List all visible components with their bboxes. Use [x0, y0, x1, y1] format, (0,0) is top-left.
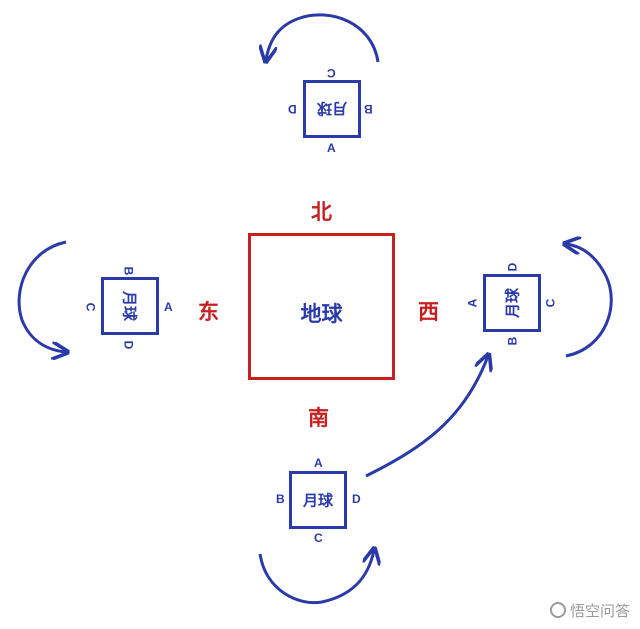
watermark-text: 悟空问答 — [569, 602, 630, 620]
moon-south: 月球 — [289, 471, 347, 529]
moon-east-label: 月球 — [120, 290, 139, 321]
moon-north-bottom-letter: A — [327, 141, 336, 155]
moon-west: 月球 — [483, 274, 541, 332]
moon-east-bottom-letter: D — [121, 340, 136, 350]
moon-south-top-letter: A — [314, 456, 323, 470]
moon-south-label: 月球 — [302, 491, 333, 510]
moon-south-left-letter: B — [276, 492, 285, 506]
orbit-arrow — [365, 356, 488, 478]
moon-east: 月球 — [101, 277, 159, 335]
moon-north-top-letter: C — [327, 66, 336, 80]
moon-east-left-letter: C — [83, 302, 98, 312]
moon-south-bottom-letter: C — [314, 531, 323, 545]
south-rotation-arrow — [258, 550, 374, 605]
earth-box: 地球 — [248, 233, 395, 380]
moon-east-top-letter: B — [121, 266, 136, 276]
direction-south: 南 — [308, 406, 329, 430]
moon-west-left-letter: A — [465, 298, 480, 308]
moon-west-top-letter: D — [505, 262, 520, 272]
direction-east: 东 — [198, 300, 219, 324]
moon-west-right-letter: C — [543, 298, 558, 308]
east-rotation-arrow — [17, 240, 66, 352]
north-rotation-arrow — [266, 13, 380, 62]
direction-north: 北 — [311, 200, 332, 224]
moon-north-right-letter: B — [364, 102, 373, 116]
moon-south-right-letter: D — [352, 492, 361, 506]
watermark: 悟空问答 — [549, 600, 630, 621]
moon-north-left-letter: D — [288, 102, 297, 116]
moon-east-right-letter: A — [164, 300, 173, 314]
west-rotation-arrow — [566, 244, 613, 358]
moon-north-label: 月球 — [317, 99, 348, 118]
wukong-logo-icon — [549, 602, 566, 618]
moon-west-bottom-letter: B — [505, 336, 520, 346]
direction-west: 西 — [418, 300, 439, 324]
moon-west-label: 月球 — [503, 288, 522, 319]
moon-north: 月球 — [303, 80, 361, 138]
earth-label: 地球 — [300, 302, 343, 326]
